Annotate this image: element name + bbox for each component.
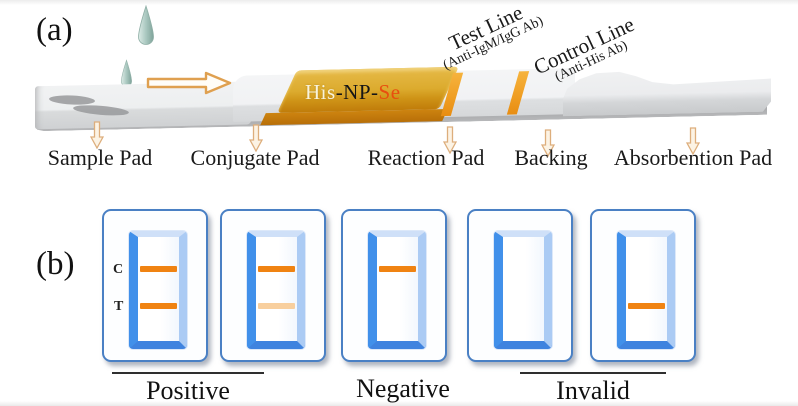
pointer-arrow-icon — [248, 124, 264, 157]
top-edge-shade — [0, 0, 798, 5]
cassette-negative — [341, 209, 447, 362]
reaction-pad-label: Reaction Pad — [367, 145, 485, 170]
flow-direction-arrow-icon — [146, 70, 232, 101]
c-line — [140, 266, 177, 272]
result-window — [247, 231, 305, 349]
cassette-positive-weak — [220, 209, 326, 362]
pointer-arrow-icon — [685, 127, 701, 160]
pointer-arrow-icon — [540, 129, 556, 162]
pointer-arrow-icon — [89, 121, 105, 154]
se-text: Se — [378, 80, 401, 104]
c-line — [258, 266, 295, 272]
cassette-invalid-blank — [467, 209, 573, 362]
t-line — [628, 303, 665, 309]
his-text: His — [305, 80, 336, 104]
result-window — [494, 231, 552, 349]
result-window — [617, 231, 675, 349]
np-text: -NP- — [335, 80, 379, 104]
sample-droplet-icon — [135, 4, 157, 54]
panel-a-label: (a) — [36, 12, 73, 48]
absorbent-pad-label: Absorbention Pad — [613, 145, 773, 170]
sample-pad-label: Sample Pad — [47, 145, 153, 170]
bottom-edge-shade — [0, 401, 798, 406]
result-label-negative: Negative — [356, 374, 450, 403]
pointer-arrow-icon — [442, 126, 458, 159]
cassette-invalid-t-only — [590, 209, 696, 362]
t-line — [258, 303, 295, 309]
t-line — [140, 303, 177, 309]
conjugate-pad-text: His-NP-Se — [305, 80, 401, 105]
c-line-marker: C — [113, 262, 124, 277]
result-label-positive: Positive — [112, 372, 264, 406]
result-label-invalid: Invalid — [520, 372, 666, 406]
result-window — [129, 231, 187, 349]
conjugate-pad-label: Conjugate Pad — [190, 145, 320, 170]
cassette-positive-strong: C T — [102, 209, 208, 362]
result-window — [368, 231, 426, 349]
backing-label: Backing — [514, 145, 588, 170]
t-line-marker: T — [114, 299, 124, 314]
c-line — [379, 266, 416, 272]
panel-b-label: (b) — [36, 246, 75, 282]
absorbent-pad — [563, 66, 771, 117]
